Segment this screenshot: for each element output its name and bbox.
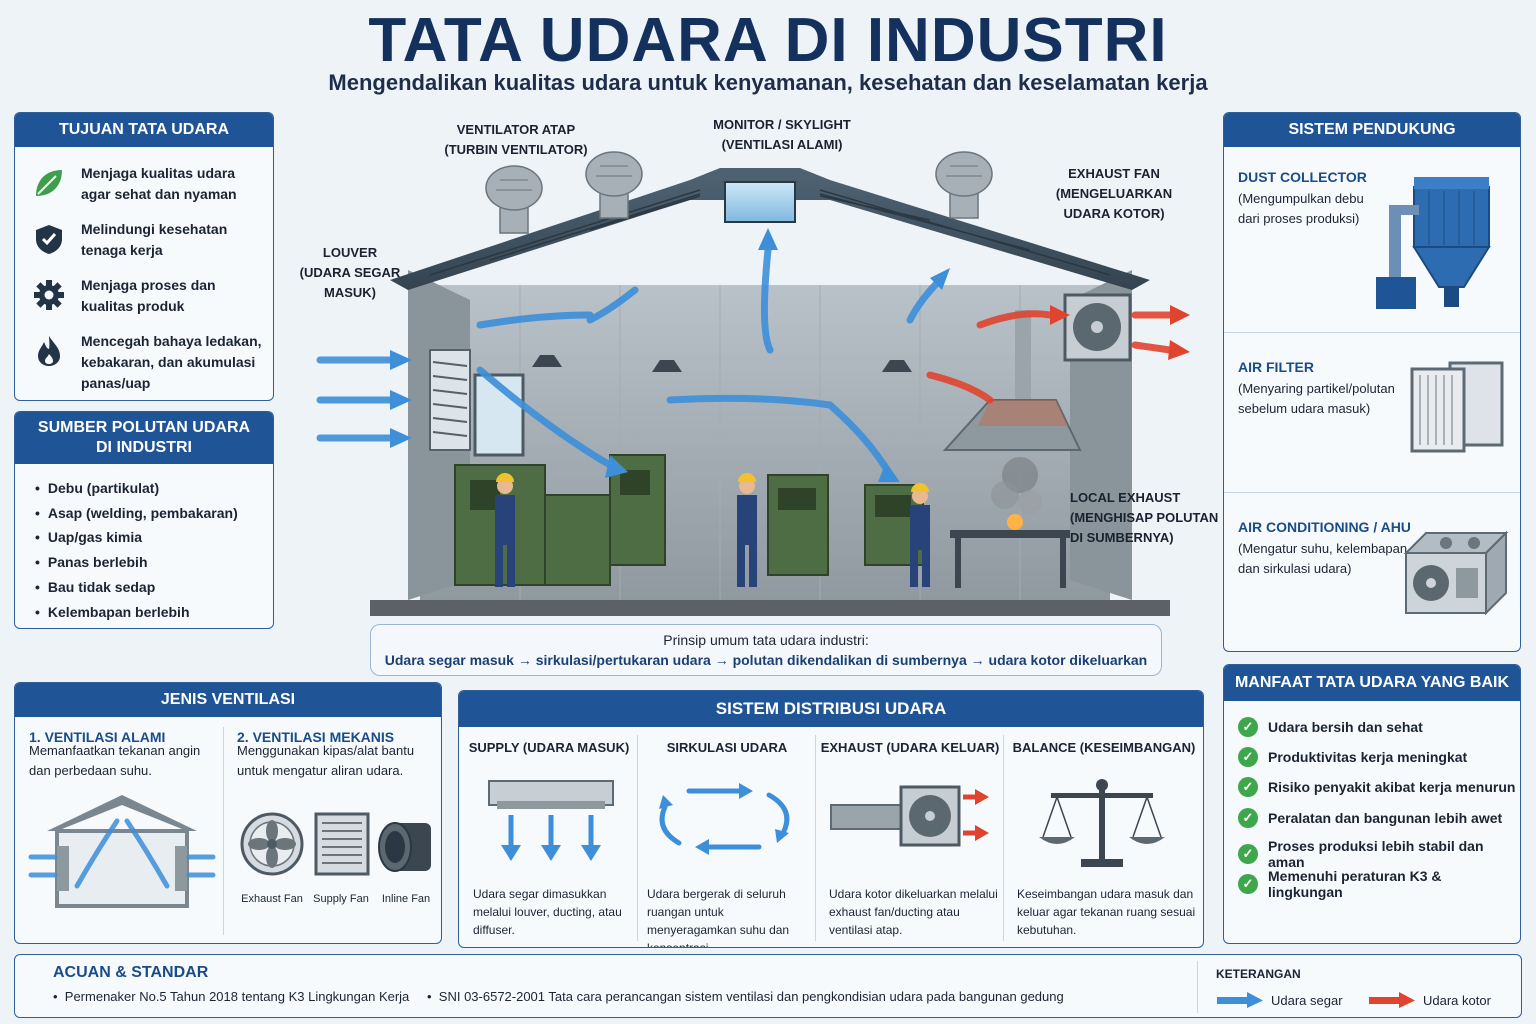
- sumber-header: SUMBER POLUTAN UDARA DI INDUSTRI: [15, 412, 273, 464]
- leaf-icon: [29, 163, 69, 203]
- check-icon: ✓: [1238, 717, 1258, 737]
- fresh-air-arrow-icon: [1217, 992, 1263, 1008]
- distribusi-header: SISTEM DISTRIBUSI UDARA: [459, 691, 1203, 727]
- label-monitor-skylight: MONITOR / SKYLIGHT(VENTILASI ALAMI): [713, 117, 851, 152]
- tujuan-item: Mencegah bahaya ledakan, kebakaran, dan …: [29, 331, 265, 394]
- ahu-section: AIR CONDITIONING / AHU (Mengatur suhu, k…: [1224, 493, 1520, 651]
- flame-icon: [29, 331, 69, 371]
- tujuan-item: Melindungi kesehatan tenaga kerja: [29, 219, 265, 261]
- list-item: ✓Memenuhi peraturan K3 & lingkungan: [1238, 868, 1520, 900]
- supply-title: SUPPLY (UDARA MASUK): [468, 740, 630, 755]
- sirkulasi-icon: [659, 783, 790, 855]
- list-item: Panas berlebih: [35, 550, 238, 575]
- keterangan-header: KETERANGAN: [1216, 967, 1301, 981]
- sumber-list: Debu (partikulat) Asap (welding, pembaka…: [35, 476, 238, 624]
- pendukung-panel: SISTEM PENDUKUNG DUST COLLECTOR (Mengump…: [1223, 112, 1521, 652]
- tujuan-item: Menjaga proses dan kualitas produk: [29, 275, 265, 317]
- ventilasi-alami-title: 1. VENTILASI ALAMI: [29, 729, 166, 745]
- tujuan-item: Menjaga kualitas udara agar sehat dan ny…: [29, 163, 265, 205]
- sirkulasi-title: SIRKULASI UDARA: [666, 740, 788, 755]
- list-item: ✓Peralatan dan bangunan lebih awet: [1238, 808, 1502, 828]
- tujuan-panel: TUJUAN TATA UDARA Menjaga kualitas udara…: [14, 112, 274, 401]
- prinsip-box: Prinsip umum tata udara industri: Udara …: [370, 624, 1162, 676]
- supply-icon: [488, 780, 614, 861]
- air-filter-section: AIR FILTER (Menyaring partikel/polutan s…: [1224, 333, 1520, 493]
- sirkulasi-desc: Udara bergerak di seluruh ruangan untuk …: [647, 887, 790, 948]
- distribusi-panel: SISTEM DISTRIBUSI UDARA SUPPLY (UDARA MA…: [458, 690, 1204, 948]
- dirty-air-arrow-icon: [1369, 992, 1415, 1008]
- check-icon: ✓: [1238, 844, 1258, 864]
- check-icon: ✓: [1238, 747, 1258, 767]
- list-item: Bau tidak sedap: [35, 575, 238, 600]
- air-filter-icon: [1410, 361, 1504, 453]
- acuan-item: • SNI 03-6572-2001 Tata cara perancangan…: [427, 989, 1064, 1004]
- jenis-panel: JENIS VENTILASI 1. VENTILASI ALAMI Meman…: [14, 682, 442, 944]
- pendukung-header: SISTEM PENDUKUNG: [1224, 113, 1520, 147]
- jenis-header: JENIS VENTILASI: [15, 683, 441, 717]
- acuan-panel: ACUAN & STANDAR • Permenaker No.5 Tahun …: [14, 954, 1522, 1018]
- shield-icon: [29, 219, 69, 259]
- sumber-panel: SUMBER POLUTAN UDARA DI INDUSTRI Debu (p…: [14, 411, 274, 629]
- gear-icon: [29, 275, 69, 315]
- inline-fan-label: Inline Fan: [381, 893, 431, 905]
- natural-ventilation-illustration: [28, 795, 216, 908]
- exhaust-duct-icon: [830, 785, 989, 847]
- supply-desc: Udara segar dimasukkan melalui louver, d…: [473, 887, 622, 937]
- tujuan-header: TUJUAN TATA UDARA: [15, 113, 273, 147]
- balance-title: BALANCE (KESEIMBANGAN): [1012, 740, 1196, 755]
- dust-collector-section: DUST COLLECTOR (Mengumpulkan debu dari p…: [1224, 147, 1520, 333]
- supply-fan-icon: [314, 812, 370, 876]
- factory-illustration: [316, 151, 1190, 616]
- dust-collector-icon: [1376, 177, 1491, 309]
- balance-scale-icon: [1039, 779, 1165, 867]
- list-item: Kelembapan berlebih: [35, 600, 238, 625]
- manfaat-panel: MANFAAT TATA UDARA YANG BAIK ✓Udara bers…: [1223, 664, 1521, 944]
- worker: [495, 495, 930, 587]
- exhaust-fan-icon: [240, 812, 304, 876]
- list-item: Debu (partikulat): [35, 476, 238, 501]
- page-title: TATA UDARA DI INDUSTRI: [368, 6, 1168, 75]
- ventilasi-alami-desc: Memanfaatkan tekanan angin dan perbedaan…: [29, 743, 201, 778]
- ventilasi-mekanis-title: 2. VENTILASI MEKANIS: [237, 729, 395, 745]
- list-item: ✓Risiko penyakit akibat kerja menurun: [1238, 777, 1515, 797]
- acuan-item: • Permenaker No.5 Tahun 2018 tentang K3 …: [53, 989, 410, 1004]
- legend-fresh: Udara segar: [1271, 993, 1343, 1008]
- turbine-ventilator: [485, 151, 993, 234]
- check-icon: ✓: [1238, 874, 1258, 894]
- dirty-air-arrows: [926, 310, 1174, 404]
- exhaust-fan-label: Exhaust Fan: [241, 893, 303, 905]
- list-item: ✓Produktivitas kerja meningkat: [1238, 747, 1467, 767]
- manfaat-header: MANFAAT TATA UDARA YANG BAIK: [1224, 665, 1520, 701]
- exhaust-desc: Udara kotor dikeluarkan melalui exhaust …: [829, 887, 998, 937]
- label-ventilator-atap: VENTILATOR ATAP(TURBIN VENTILATOR): [444, 122, 588, 157]
- check-icon: ✓: [1238, 808, 1258, 828]
- check-icon: ✓: [1238, 777, 1258, 797]
- acuan-header: ACUAN & STANDAR: [53, 964, 209, 981]
- prinsip-text: Udara segar masuk → sirkulasi/pertukaran…: [384, 652, 1148, 668]
- balance-desc: Keseimbangan udara masuk dan keluar agar…: [1017, 887, 1196, 937]
- page-subtitle: Mengendalikan kualitas udara untuk kenya…: [328, 70, 1208, 95]
- supply-fan-label: Supply Fan: [313, 893, 369, 905]
- list-item: Asap (welding, pembakaran): [35, 501, 238, 526]
- prinsip-title: Prinsip umum tata udara industri:: [663, 632, 869, 648]
- fresh-air-arrows: [316, 246, 944, 479]
- ahu-icon: [1403, 530, 1509, 616]
- exhaust-title: EXHAUST (UDARA KELUAR): [820, 740, 1000, 755]
- list-item: ✓Proses produksi lebih stabil dan aman: [1238, 838, 1520, 870]
- ventilasi-mekanis-desc: Menggunakan kipas/alat bantu untuk menga…: [237, 743, 415, 778]
- list-item: Uap/gas kimia: [35, 525, 238, 550]
- list-item: ✓Udara bersih dan sehat: [1238, 717, 1423, 737]
- legend-dirty: Udara kotor: [1423, 993, 1491, 1008]
- inline-fan-icon: [378, 822, 431, 872]
